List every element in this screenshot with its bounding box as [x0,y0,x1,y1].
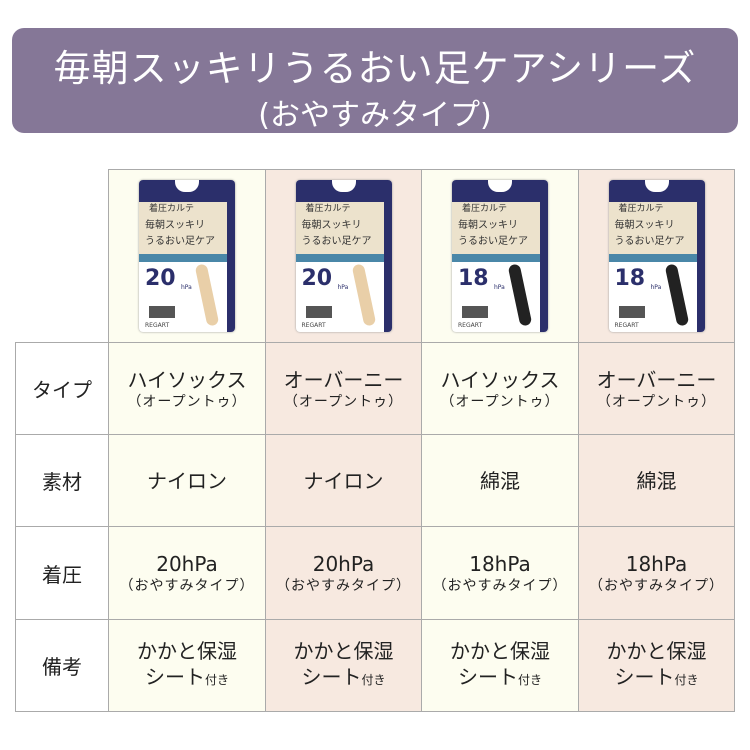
type-value: ハイソックス [127,367,247,392]
material-cell: ナイロン [265,434,422,527]
note-line1: かかと保湿 [137,639,237,663]
type-subvalue: （オープントゥ） [440,393,560,410]
leg-illustration [194,263,220,327]
note-line1: かかと保湿 [606,639,707,663]
pressure-cell: 18hPa （おやすみタイプ） [578,526,735,620]
package-logo: REGART [145,322,170,329]
pressure-value: 18hPa [469,552,531,576]
note-cell: かかと保湿シート付き [578,619,735,712]
pressure-cell: 18hPa （おやすみタイプ） [421,526,579,620]
package-logo: REGART [614,322,639,329]
material-cell: ナイロン [108,434,266,527]
package-line1: 毎朝スッキリ [145,220,205,231]
type-subvalue: （オープントゥ） [283,393,404,410]
note-cell: かかと保湿シート付き [108,619,266,712]
package-line1: 毎朝スッキリ [301,220,362,231]
material-value: 綿混 [480,468,520,493]
row-label-cell: 着圧 [15,526,109,620]
package-brand: 着圧カルテ [305,204,351,214]
package-line2: うるおい足ケア [301,236,372,247]
package-line2: うるおい足ケア [614,236,685,247]
note-suffix: 付き [517,673,542,687]
leg-illustration [664,263,689,327]
note-line2-wrap: シート付き [301,664,385,693]
pressure-subvalue: （おやすみタイプ） [589,578,724,594]
type-value: ハイソックス [440,367,560,392]
note-cell: かかと保湿シート付き [421,619,579,712]
note-suffix: 付き [674,673,699,687]
note-line2-wrap: シート付き [145,664,229,693]
type-cell: ハイソックス（オープントゥ） [108,342,266,435]
leg-illustration [351,263,376,327]
package-brand: 着圧カルテ [618,204,664,214]
pressure-cell: 20hPa （おやすみタイプ） [265,526,422,620]
note-line2-wrap: シート付き [458,664,542,693]
type-cell: オーバーニー（オープントゥ） [265,342,422,435]
note-suffix: 付き [204,673,229,687]
package-logo: REGART [458,322,483,329]
material-value: 綿混 [636,468,677,493]
package-unit: hPa [650,284,662,291]
type-cell: ハイソックス（オープントゥ） [421,342,579,435]
note-line2-wrap: シート付き [614,664,698,693]
material-value: ナイロン [303,468,384,493]
pressure-cell: 20hPa （おやすみタイプ） [108,526,266,620]
note-suffix: 付き [361,673,386,687]
package-line2: うるおい足ケア [145,236,215,247]
package-brand: 着圧カルテ [462,204,508,214]
note-line2: シート [144,665,205,689]
page-subtitle: (おやすみタイプ) [258,98,492,133]
row-label-cell: タイプ [15,342,109,435]
pressure-value: 20hPa [312,552,375,576]
row-label-cell: 素材 [15,434,109,527]
package-brand: 着圧カルテ [149,204,195,214]
page-title: 毎朝スッキリうるおい足ケアシリーズ [53,47,697,90]
package-line1: 毎朝スッキリ [458,220,518,231]
row-label: タイプ [32,378,92,402]
note-cell: かかと保湿シート付き [265,619,422,712]
row-label: 備考 [42,655,82,679]
pressure-subvalue: （おやすみタイプ） [432,578,568,594]
pressure-subvalue: （おやすみタイプ） [276,578,411,594]
pressure-value: 20hPa [156,552,218,576]
type-cell: オーバーニー（オープントゥ） [578,342,735,435]
package-pressure: 18 [458,266,489,291]
row-label-cell: 備考 [15,619,109,712]
package-pressure: 20 [145,266,176,291]
package-pressure: 20 [301,266,333,291]
material-cell: 綿混 [578,434,735,527]
package-logo: REGART [301,322,326,329]
note-line1: かかと保湿 [450,639,550,663]
package-line2: うるおい足ケア [458,236,528,247]
note-line1: かかと保湿 [293,639,394,663]
row-label: 素材 [42,470,82,494]
type-subvalue: （オープントゥ） [127,393,247,410]
pressure-subvalue: （おやすみタイプ） [119,578,255,594]
pressure-value: 18hPa [625,552,688,576]
type-value: オーバーニー [596,367,717,392]
note-line2: シート [614,665,675,689]
leg-illustration [507,263,533,327]
type-subvalue: （オープントゥ） [596,393,717,410]
note-line2: シート [301,665,362,689]
package-line1: 毎朝スッキリ [614,220,675,231]
package-unit: hPa [337,284,349,291]
package-unit: hPa [181,284,192,291]
note-line2: シート [457,665,518,689]
type-value: オーバーニー [283,367,404,392]
package-unit: hPa [494,284,505,291]
material-cell: 綿混 [421,434,579,527]
row-label: 着圧 [42,562,82,587]
package-pressure: 18 [614,266,646,291]
material-value: ナイロン [147,468,227,493]
header-banner: 毎朝スッキリうるおい足ケアシリーズ (おやすみタイプ) [12,28,738,133]
